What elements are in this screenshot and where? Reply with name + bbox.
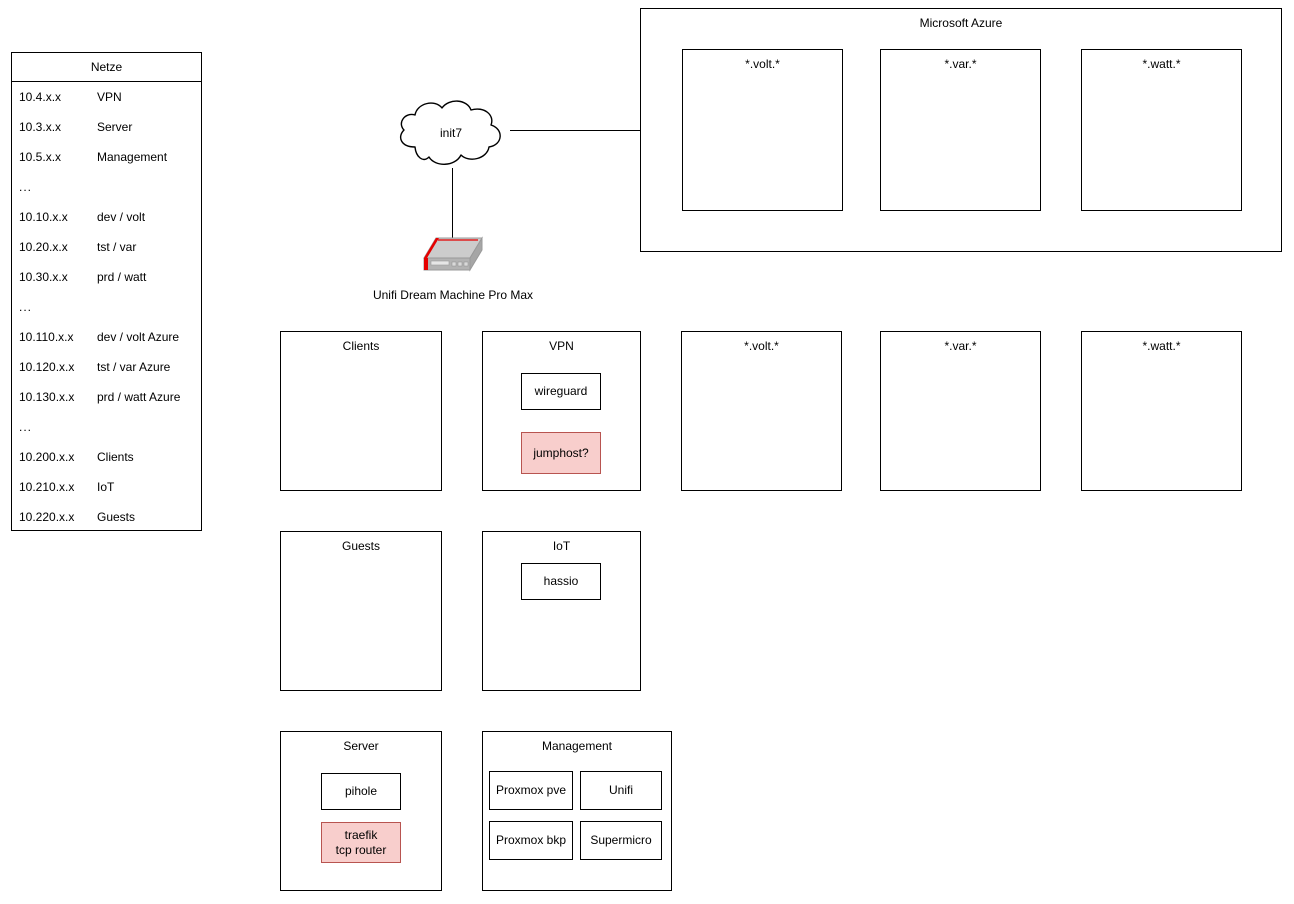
legend-label <box>97 172 201 202</box>
node-proxmox-bkp[interactable]: Proxmox bkp <box>489 821 573 860</box>
node-traefik-tcp-router[interactable]: traefik tcp router <box>321 822 401 863</box>
legend-label: Server <box>97 120 133 134</box>
node-label: Unifi <box>608 783 633 797</box>
azure-vnet-title: *.var.* <box>944 57 977 71</box>
node-label: Proxmox bkp <box>495 833 567 847</box>
node-hassio[interactable]: hassio <box>521 563 601 600</box>
legend-cidr: 10.5.x.x <box>19 150 62 164</box>
router-icon <box>423 236 483 272</box>
azure-vnet-title: *.volt.* <box>745 57 780 71</box>
legend-label: VPN <box>97 90 122 104</box>
legend-label: dev / volt Azure <box>97 330 180 344</box>
legend-cidr: 10.10.x.x <box>19 210 68 224</box>
legend-label: Clients <box>97 450 134 464</box>
legend-row: 10.130.x.x prd / watt Azure <box>12 382 201 412</box>
legend-row: 10.20.x.x tst / var <box>12 232 201 262</box>
node-label: Proxmox pve <box>495 783 567 797</box>
node-jumphost[interactable]: jumphost? <box>521 432 601 474</box>
legend-cidr: 10.20.x.x <box>19 240 68 254</box>
zone-iot: IoT <box>482 531 641 691</box>
legend-label: dev / volt <box>97 210 146 224</box>
legend-cidr: 10.210.x.x <box>19 480 75 494</box>
legend-row: 10.200.x.x Clients <box>12 442 201 472</box>
legend-label <box>97 292 201 322</box>
netze-legend-table: Netze 10.4.x.x VPN 10.3.x.x Server 10.5.… <box>11 52 202 531</box>
legend-row-separator: ... <box>12 172 201 202</box>
zone-guests: Guests <box>280 531 442 691</box>
zone-title: Management <box>541 739 613 753</box>
node-label: jumphost? <box>533 445 589 460</box>
legend-cidr: 10.120.x.x <box>19 360 75 374</box>
node-unifi[interactable]: Unifi <box>580 771 662 810</box>
cloud-label: init7 <box>439 126 462 140</box>
node-wireguard[interactable]: wireguard <box>521 373 601 410</box>
legend-row-separator: ... <box>12 292 201 322</box>
node-label: Supermicro <box>590 833 652 847</box>
node-label: hassio <box>543 574 579 588</box>
node-label: traefik tcp router <box>335 827 387 857</box>
zone-watt: *.watt.* <box>1081 331 1242 491</box>
legend-row: 10.10.x.x dev / volt <box>12 202 201 232</box>
legend-label: tst / var <box>97 240 137 254</box>
legend-cidr: 10.3.x.x <box>19 120 62 134</box>
legend-cidr: 10.4.x.x <box>19 90 62 104</box>
zone-clients: Clients <box>280 331 442 491</box>
node-label: wireguard <box>534 384 588 398</box>
azure-title: Microsoft Azure <box>919 16 1003 30</box>
legend-cidr: ... <box>19 300 33 314</box>
router-caption: Unifi Dream Machine Pro Max <box>372 288 534 302</box>
node-pihole[interactable]: pihole <box>321 773 401 810</box>
legend-row-separator: ... <box>12 412 201 442</box>
zone-title: *.var.* <box>944 339 977 353</box>
zone-title: Clients <box>342 339 380 353</box>
node-proxmox-pve[interactable]: Proxmox pve <box>489 771 573 810</box>
legend-cidr: 10.200.x.x <box>19 450 75 464</box>
zone-title: IoT <box>552 539 571 553</box>
azure-vnet-volt: *.volt.* <box>682 49 843 211</box>
connector-cloud-to-router <box>452 168 453 240</box>
legend-label: IoT <box>97 480 115 494</box>
node-label: pihole <box>344 784 378 798</box>
legend-row: 10.220.x.x Guests <box>12 502 201 532</box>
zone-server: Server <box>280 731 442 891</box>
legend-header: Netze <box>12 53 201 82</box>
legend-row: 10.5.x.x Management <box>12 142 201 172</box>
legend-cidr: ... <box>19 180 33 194</box>
cloud-icon <box>400 100 501 165</box>
zone-title: VPN <box>549 339 574 353</box>
zone-title: Guests <box>341 539 380 553</box>
zone-volt: *.volt.* <box>681 331 842 491</box>
legend-row: 10.110.x.x dev / volt Azure <box>12 322 201 352</box>
legend-label: Guests <box>97 510 136 524</box>
legend-label: Management <box>97 150 168 164</box>
legend-row: 10.3.x.x Server <box>12 112 201 142</box>
legend-cidr: 10.130.x.x <box>19 390 75 404</box>
legend-cidr: 10.110.x.x <box>19 330 74 344</box>
azure-vnet-title: *.watt.* <box>1142 57 1181 71</box>
legend-label: prd / watt Azure <box>97 390 181 404</box>
connector-cloud-to-azure <box>510 130 640 131</box>
zone-title: Server <box>343 739 379 753</box>
legend-cidr: 10.30.x.x <box>19 270 68 284</box>
zone-title: *.volt.* <box>744 339 779 353</box>
azure-vnet-watt: *.watt.* <box>1081 49 1242 211</box>
legend-body: 10.4.x.x VPN 10.3.x.x Server 10.5.x.x Ma… <box>12 82 201 532</box>
legend-label <box>97 412 201 442</box>
zone-var: *.var.* <box>880 331 1041 491</box>
router-device <box>418 236 488 280</box>
legend-label: prd / watt <box>97 270 147 284</box>
legend-cidr: ... <box>19 420 33 434</box>
legend-row: 10.4.x.x VPN <box>12 82 201 112</box>
legend-row: 10.30.x.x prd / watt <box>12 262 201 292</box>
zone-title: *.watt.* <box>1142 339 1181 353</box>
init7-cloud: init7 <box>391 97 511 169</box>
zone-management: Management <box>482 731 672 891</box>
azure-vnet-var: *.var.* <box>880 49 1041 211</box>
node-supermicro[interactable]: Supermicro <box>580 821 662 860</box>
legend-label: tst / var Azure <box>97 360 171 374</box>
legend-cidr: 10.220.x.x <box>19 510 75 524</box>
legend-row: 10.120.x.x tst / var Azure <box>12 352 201 382</box>
legend-row: 10.210.x.x IoT <box>12 472 201 502</box>
